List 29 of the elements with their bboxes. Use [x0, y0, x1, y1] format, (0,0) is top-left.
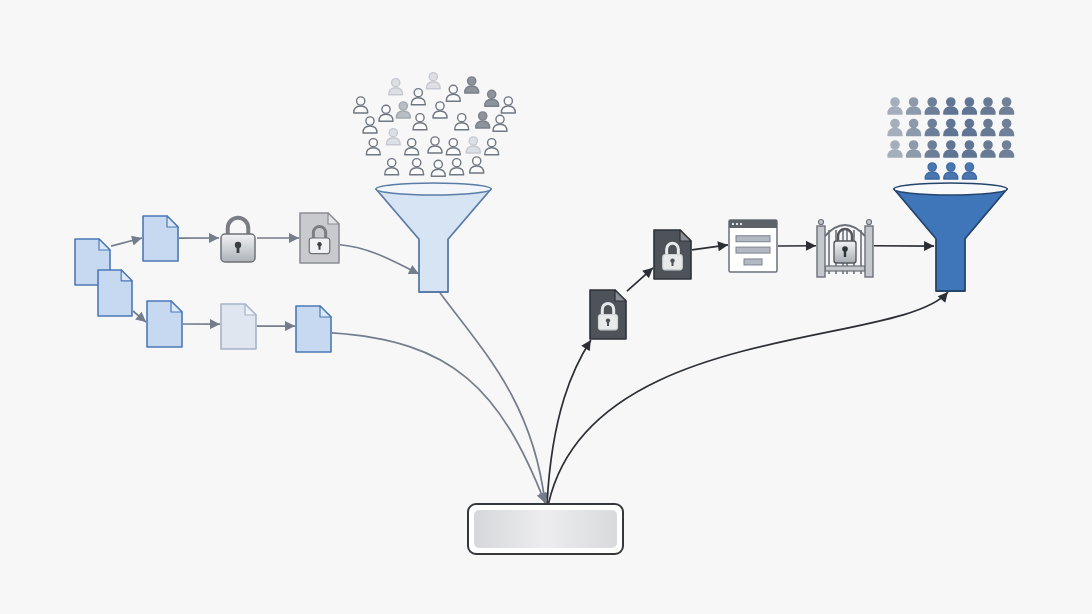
locked-document-icon: [589, 289, 627, 340]
arrow: [178, 233, 220, 243]
arrow: [339, 243, 420, 275]
arrow: [256, 233, 300, 243]
locked-gate-icon: [816, 216, 874, 278]
funnel-icon: [893, 181, 1008, 292]
arrow: [256, 321, 296, 332]
document-icon: [295, 305, 332, 353]
arrow: [547, 291, 949, 504]
arrow: [182, 319, 221, 330]
form-window-icon: [728, 219, 778, 273]
arrow: [132, 310, 147, 323]
arrow: [546, 339, 592, 504]
padlock-icon: [219, 213, 257, 263]
arrow: [331, 332, 546, 504]
locked-document-icon: [299, 212, 340, 264]
arrow: [873, 241, 935, 251]
locked-document-icon: [653, 229, 692, 280]
document-icon: [97, 269, 133, 317]
arrow: [691, 241, 729, 252]
document-icon: [142, 215, 179, 262]
arrow: [439, 292, 549, 504]
document-icon: [220, 303, 257, 350]
arrow: [777, 240, 817, 251]
document-icon: [146, 300, 183, 348]
arrow: [110, 235, 143, 247]
funnel-icon: [375, 181, 492, 293]
blank-panel: [467, 503, 624, 555]
arrow: [626, 266, 654, 292]
